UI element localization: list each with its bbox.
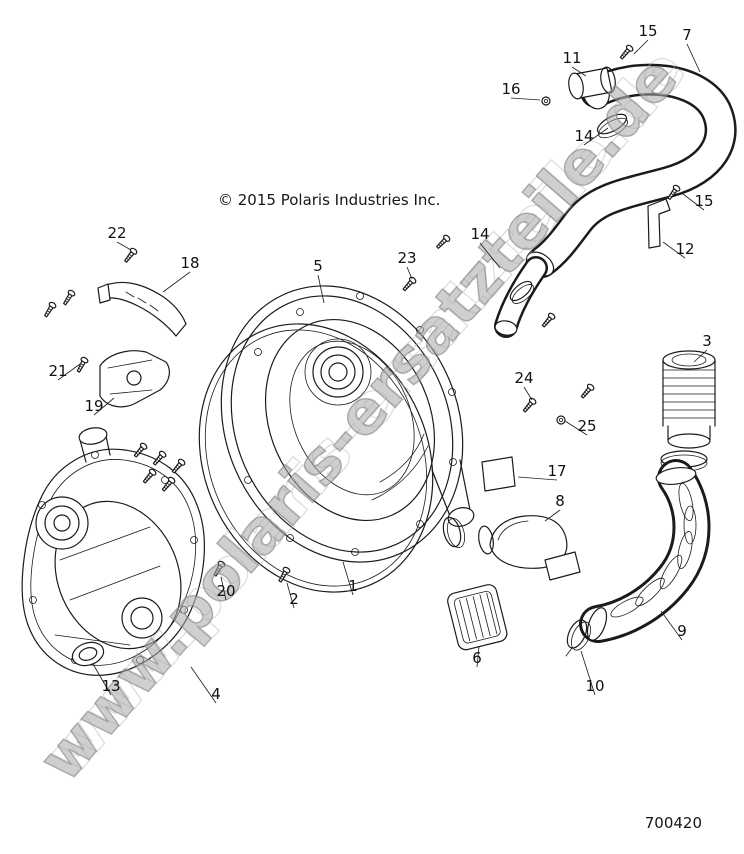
callout-number: 22 xyxy=(107,224,126,242)
screw-icon xyxy=(434,233,452,251)
finned-duct-part xyxy=(660,350,716,472)
seal-ring-part xyxy=(71,641,105,667)
callout-number: 16 xyxy=(501,80,520,98)
screw-icon xyxy=(74,355,90,374)
screw-icon xyxy=(60,288,77,307)
callout-number: 7 xyxy=(682,26,692,44)
callout-leader-line xyxy=(583,127,609,146)
callout-leader-line xyxy=(342,561,354,596)
nut-icon xyxy=(556,415,566,425)
callout-number: 20 xyxy=(216,582,235,600)
callout-leader-line xyxy=(662,241,686,259)
callout-leader-line xyxy=(660,610,683,641)
callout-number: 12 xyxy=(675,240,694,258)
screw-icon xyxy=(276,565,292,584)
callout-number: 2 xyxy=(289,590,299,608)
callout-leader-line xyxy=(190,666,217,704)
callout-leader-line xyxy=(57,363,81,381)
callout-leader-line xyxy=(286,582,295,609)
callout-leader-line xyxy=(686,43,701,73)
callout-leader-line xyxy=(479,242,501,269)
screw-icon xyxy=(520,396,538,415)
air-inlet-boot-part xyxy=(568,66,616,100)
callout-leader-line xyxy=(220,576,227,601)
callout-number: 17 xyxy=(547,462,566,480)
hose-clamp-upper-part xyxy=(596,113,628,139)
callout-number: 18 xyxy=(180,254,199,272)
inner-clutch-cover-part xyxy=(21,427,205,676)
callout-leader-line xyxy=(580,650,596,696)
snout-clamp-part xyxy=(442,516,466,549)
callout-leader-line xyxy=(406,266,413,280)
mount-bracket-part xyxy=(99,350,170,408)
callout-number: 9 xyxy=(677,622,687,640)
callout-leader-line xyxy=(317,274,325,304)
callout-number: 8 xyxy=(555,492,565,510)
callout-number: 3 xyxy=(702,332,712,350)
callout-number: 10 xyxy=(585,677,604,695)
screw-icon xyxy=(169,457,187,476)
screw-icon xyxy=(41,300,58,319)
callout-leader-line xyxy=(544,509,561,522)
callout-leader-line xyxy=(476,645,480,668)
callout-number: 6 xyxy=(472,649,482,667)
callout-leader-line xyxy=(517,476,558,481)
cover-gasket-part xyxy=(198,323,434,593)
callout-number: 15 xyxy=(638,22,657,40)
callout-number: 4 xyxy=(211,685,221,703)
callout-number: 13 xyxy=(101,677,120,695)
callout-leader-line xyxy=(633,39,649,55)
curved-hose-part xyxy=(579,459,711,643)
callout-leader-line xyxy=(92,663,112,696)
diagram-number-text: 700420 xyxy=(645,814,702,832)
callout-number: 1 xyxy=(348,577,358,595)
callout-leader-line xyxy=(162,271,191,293)
callout-leader-line xyxy=(564,420,588,436)
callout-leader-line xyxy=(693,349,708,363)
heat-shield-part xyxy=(97,281,187,337)
decal-plate-part xyxy=(481,456,516,492)
screw-icon xyxy=(539,311,557,330)
callout-number: 21 xyxy=(48,362,67,380)
callout-leader-line xyxy=(510,97,541,101)
callout-leader-line xyxy=(523,386,533,401)
screw-icon xyxy=(400,275,418,293)
callout-leader-line xyxy=(116,241,132,251)
hanger-bracket-part xyxy=(647,198,671,249)
callout-leader-line xyxy=(571,66,587,77)
callout-number: 14 xyxy=(574,127,593,145)
lower-duct-segment-part xyxy=(494,256,548,338)
nut-icon xyxy=(541,96,551,106)
callout-number: 25 xyxy=(577,417,596,435)
callout-number: 19 xyxy=(84,397,103,415)
intake-boot-part xyxy=(478,515,581,581)
callout-leader-line xyxy=(682,193,705,211)
hose-clamp-lower-part xyxy=(565,619,592,657)
callout-number: 15 xyxy=(694,192,713,210)
vent-grille-part xyxy=(447,584,508,651)
callout-number: 5 xyxy=(313,257,323,275)
callout-leader-line xyxy=(93,397,115,416)
copyright-text: © 2015 Polaris Industries Inc. xyxy=(218,191,440,209)
callout-number: 11 xyxy=(562,49,581,67)
callout-number: 23 xyxy=(397,249,416,267)
screw-icon xyxy=(578,382,596,401)
callout-number: 14 xyxy=(470,225,489,243)
callout-number: 24 xyxy=(514,369,533,387)
